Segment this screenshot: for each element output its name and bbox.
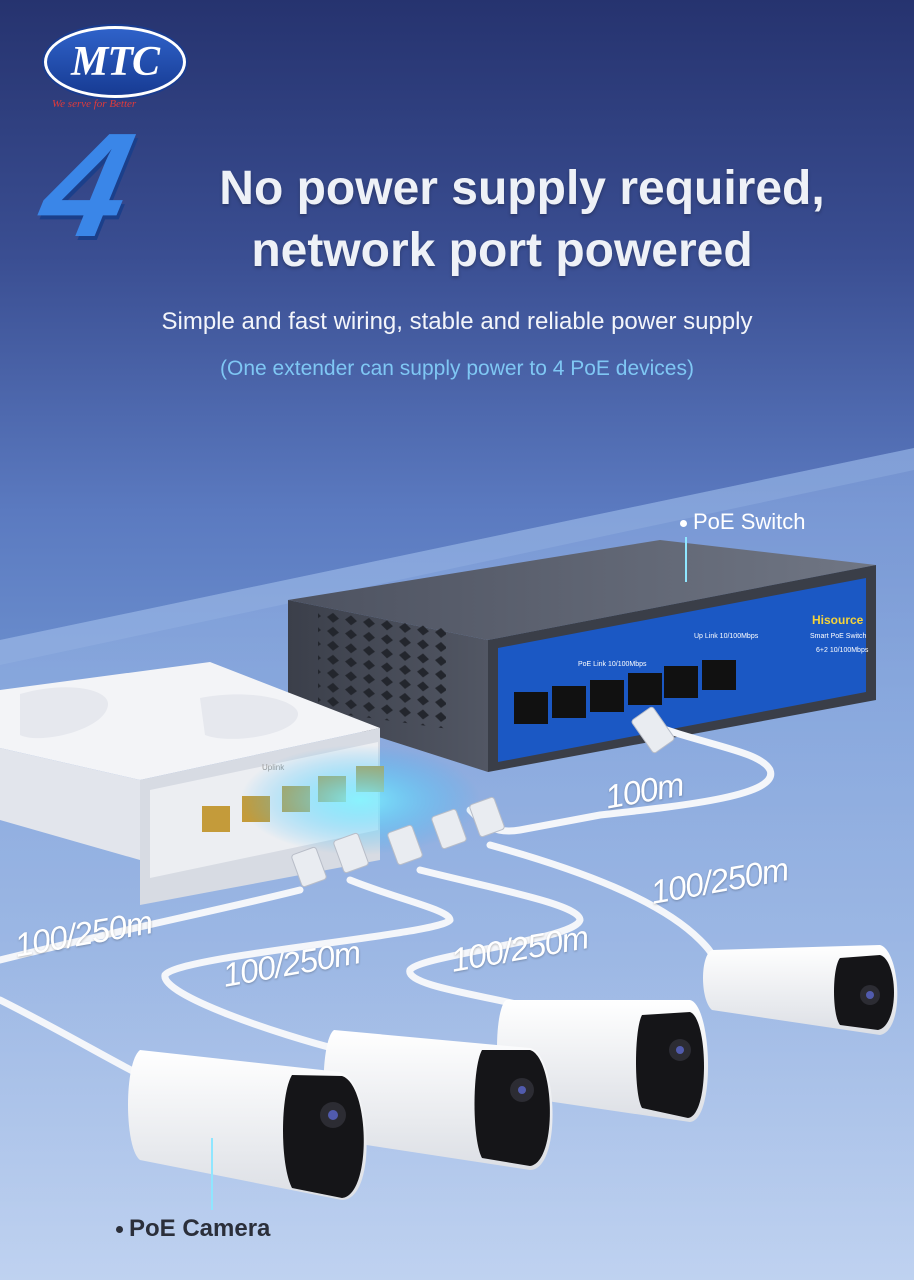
switch-spec: 6+2 10/100Mbps	[816, 647, 869, 654]
headline-line-2: network port powered	[251, 224, 753, 277]
floor-edge	[0, 448, 914, 665]
logo-text: MTC	[70, 39, 160, 85]
logo-emblem: MTC	[44, 26, 186, 98]
switch-callout: PoE Switch	[680, 509, 806, 535]
camera-2	[323, 1030, 553, 1170]
switch-uplink-label: Up Link 10/100Mbps	[694, 633, 759, 640]
logo-tagline: We serve for Better	[52, 98, 137, 110]
extender-lid-right	[200, 694, 299, 739]
subheading: Simple and fast wiring, stable and relia…	[161, 308, 753, 335]
camera-callout-text: PoE Camera	[129, 1215, 271, 1242]
cable-plugs	[291, 706, 675, 888]
cable-cam4	[486, 841, 716, 959]
extender-top	[0, 662, 380, 780]
brand-logo: MTC We serve for Better	[44, 26, 186, 118]
headline: No power supply required, network port p…	[172, 158, 872, 282]
headline-line-1: No power supply required,	[219, 162, 825, 215]
switch-model: Smart PoE Switch	[810, 633, 867, 640]
cable-cam2	[161, 876, 454, 1054]
switch-callout-text: PoE Switch	[693, 509, 806, 534]
switch-brand: Hisource	[812, 613, 864, 627]
switch-ports	[514, 660, 736, 724]
uplink-cable	[466, 716, 775, 835]
camera-1	[128, 1050, 367, 1210]
switch-vent	[318, 610, 446, 729]
switch-poe-link-label: PoE Link 10/100Mbps	[578, 661, 647, 668]
bullet-icon	[680, 519, 687, 527]
camera-4	[703, 945, 898, 1035]
note: (One extender can supply power to 4 PoE …	[220, 357, 694, 380]
switch-top	[288, 540, 876, 640]
cable-cam3	[406, 866, 584, 1009]
cable-cam1	[0, 886, 304, 964]
extender-side	[0, 748, 140, 860]
energy-glow	[240, 745, 480, 855]
bullet-icon	[116, 1226, 123, 1234]
camera-callout: PoE Camera	[116, 1215, 270, 1243]
poe-switch: PoE Link 10/100Mbps Up Link 10/100Mbps H…	[288, 537, 876, 772]
poe-extender: Uplink	[0, 662, 480, 905]
extender-lid-left	[20, 687, 109, 739]
